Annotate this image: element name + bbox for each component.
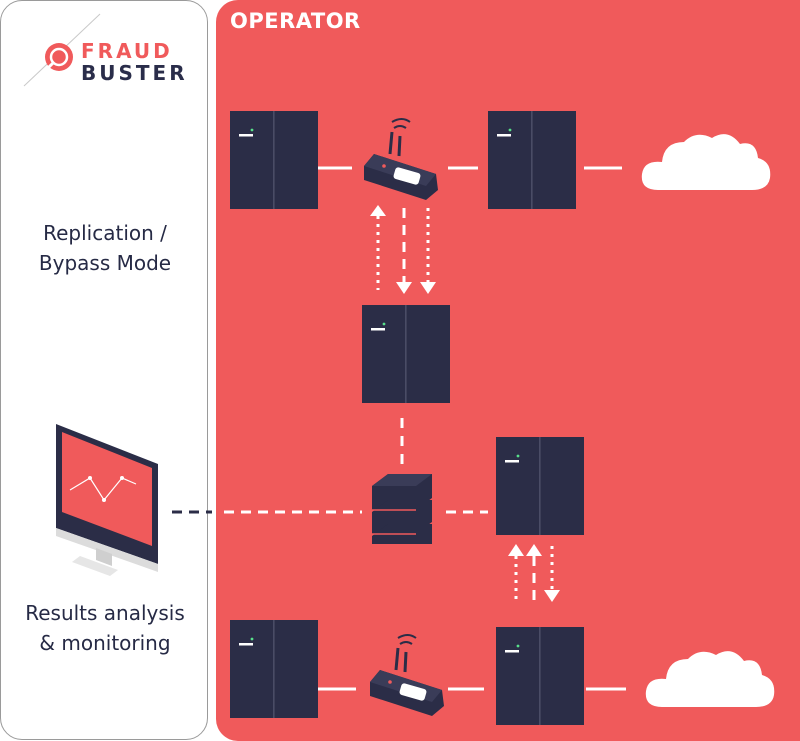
fraudbuster-logo-icon	[23, 13, 101, 87]
server-icon	[230, 111, 318, 209]
cloud-icon	[645, 651, 775, 707]
mode-caption-line-2: Bypass Mode	[38, 251, 172, 275]
monitor-icon	[56, 424, 158, 576]
cloud-icon	[641, 134, 771, 190]
mode-caption-line-1: Replication /	[43, 221, 167, 245]
brand-line-1: FRAUD	[81, 39, 173, 63]
server-icon	[230, 620, 318, 718]
router-icon	[362, 117, 440, 202]
server-icon	[488, 111, 576, 209]
results-caption: Results analysis & monitoring	[6, 598, 204, 658]
results-caption-line-2: & monitoring	[39, 631, 171, 655]
results-caption-line-1: Results analysis	[25, 601, 185, 625]
operator-title: OPERATOR	[230, 9, 361, 33]
mode-caption: Replication / Bypass Mode	[10, 218, 200, 278]
replication-arrows-bottom	[508, 544, 560, 604]
brand-line-2: BUSTER	[81, 61, 188, 85]
left-panel	[0, 0, 208, 740]
router-icon	[368, 633, 446, 718]
server-icon	[496, 437, 584, 535]
replication-arrows-top	[370, 205, 436, 294]
middle-links	[224, 418, 488, 514]
database-icon	[372, 474, 432, 544]
server-icon	[362, 305, 450, 403]
server-icon	[496, 627, 584, 725]
